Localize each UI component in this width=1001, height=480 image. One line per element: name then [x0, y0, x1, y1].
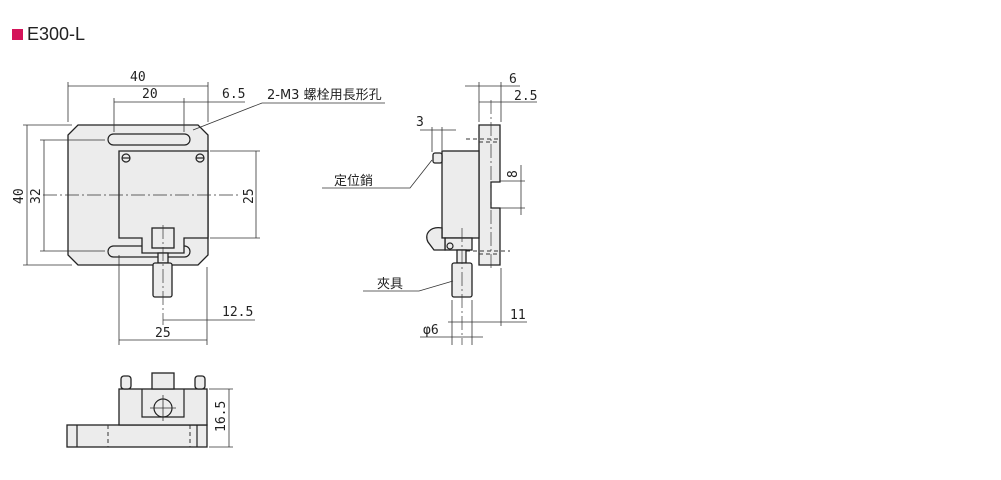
- dim-slot-offset: 6.5: [222, 87, 245, 102]
- title-marker-icon: [12, 29, 23, 40]
- dim-thickness: 6: [509, 72, 517, 87]
- cam-lever: [426, 227, 446, 251]
- front-view: 40 20 6.5 2-M3 螺栓用長形孔 40 32 25 25 12.5: [12, 70, 385, 345]
- dim-plate-offset: 2.5: [514, 89, 537, 104]
- dim-height-total: 40: [12, 188, 27, 204]
- bottom-pin: [194, 375, 206, 390]
- dim-slot-pitch: 32: [29, 188, 44, 204]
- dim-notch: 8: [506, 170, 521, 178]
- dim-block-height: 25: [242, 188, 257, 204]
- dim-width-total: 40: [130, 70, 146, 85]
- dim-slot-span: 20: [142, 87, 158, 102]
- upper-slot: [107, 133, 191, 146]
- model-name: E300-L: [27, 24, 86, 44]
- side-clamp-stem: [456, 249, 467, 264]
- side-view: 6 2.5 3 8 11 φ6 定位銷 夾具: [322, 72, 537, 345]
- pivot-icon: [446, 242, 454, 250]
- bottom-view: 16.5: [66, 372, 233, 448]
- pin-label: 定位銷: [334, 173, 373, 189]
- side-plate: [478, 124, 501, 266]
- model-title: E300-L: [12, 24, 85, 45]
- locating-pin: [432, 152, 443, 164]
- bottom-knob: [151, 372, 175, 390]
- bottom-base: [66, 424, 208, 448]
- dim-pin-length: 3: [416, 115, 424, 130]
- carrier-block: [118, 150, 209, 254]
- side-lower-body: [444, 237, 473, 251]
- bottom-pin: [120, 375, 132, 390]
- dim-block-width: 25: [155, 326, 171, 341]
- dim-clamp-diameter: φ6: [423, 323, 439, 338]
- side-body: [441, 150, 480, 239]
- dim-clamp-length: 11: [510, 308, 526, 323]
- clamp-label: 夾具: [377, 277, 403, 292]
- dim-center-offset: 12.5: [222, 305, 253, 320]
- dim-bottom-height: 16.5: [214, 401, 229, 432]
- slot-label: 2-M3 螺栓用長形孔: [267, 88, 382, 103]
- clamp-knob: [152, 262, 173, 298]
